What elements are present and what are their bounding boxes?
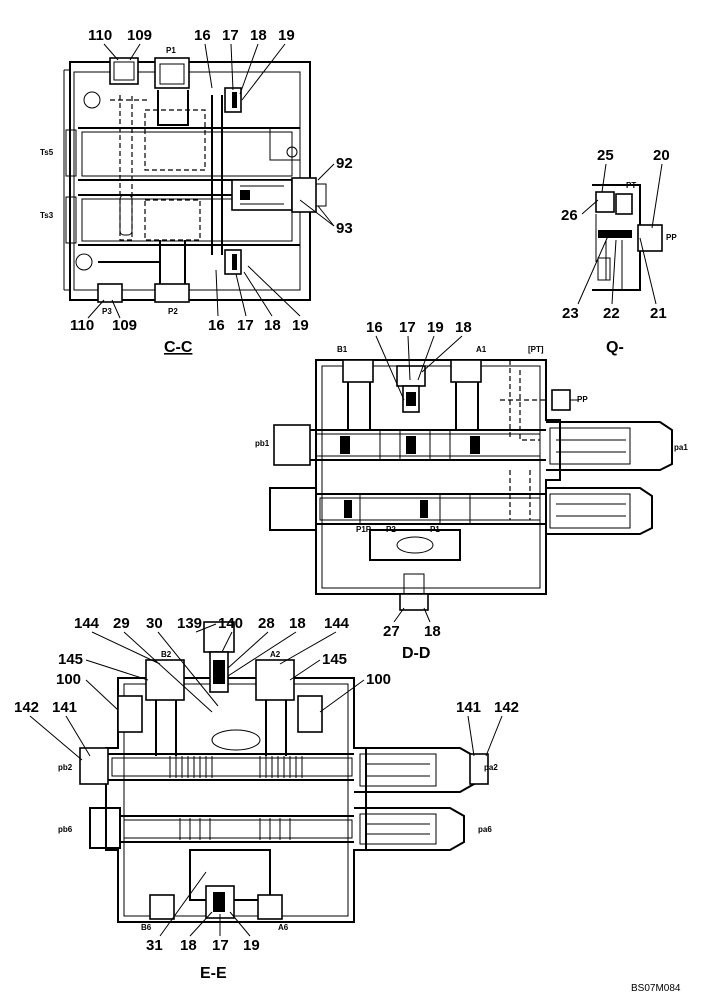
cc-callout-109-bottom: 109 <box>112 317 137 334</box>
ee-port-pa6: pa6 <box>478 825 492 834</box>
dd-port-pp: PP <box>577 395 588 404</box>
ee-callout-145-left: 145 <box>58 651 83 668</box>
q-callout-20: 20 <box>653 147 670 164</box>
dd-port-pb1: pb1 <box>255 439 270 448</box>
q-callout-22: 22 <box>603 305 620 322</box>
cc-callout-109-top: 109 <box>127 27 152 44</box>
q-callout-23: 23 <box>562 305 579 322</box>
cc-callout-18-bottom: 18 <box>264 317 281 334</box>
section-q: PT PP 25 20 26 23 22 21 Q- <box>561 147 677 356</box>
q-callout-26: 26 <box>561 207 578 224</box>
dd-callout-27: 27 <box>383 623 400 640</box>
cc-callout-110-top: 110 <box>88 27 112 44</box>
ee-callout-100-right: 100 <box>366 671 391 688</box>
ee-port-b6: B6 <box>141 923 152 932</box>
ee-callout-18-bottom: 18 <box>180 937 197 954</box>
cc-callout-92: 92 <box>336 155 353 172</box>
cc-port-ts3: Ts3 <box>40 211 54 220</box>
dd-port-pt: [PT] <box>528 345 544 354</box>
dd-callout-19: 19 <box>427 319 444 336</box>
ee-callout-28: 28 <box>258 615 275 632</box>
ee-callout-30: 30 <box>146 615 163 632</box>
cc-callout-93: 93 <box>336 220 353 237</box>
dd-section-title: D-D <box>402 645 430 662</box>
cc-port-p3: P3 <box>102 307 112 316</box>
section-ee: B2 A2 pb2 pa2 pb6 pa6 B6 A6 144 29 30 13… <box>14 615 519 982</box>
ee-port-pa2: pa2 <box>484 763 498 772</box>
cc-port-p2: P2 <box>168 307 178 316</box>
cc-callout-110-bottom: 110 <box>70 317 94 334</box>
cc-callout-17-top: 17 <box>222 27 239 44</box>
ee-callout-142-left: 142 <box>14 699 39 716</box>
cc-callout-19-bottom: 19 <box>292 317 309 334</box>
cc-callout-17-bottom: 17 <box>237 317 254 334</box>
q-callout-21: 21 <box>650 305 667 322</box>
dd-callout-18-top: 18 <box>455 319 472 336</box>
cc-callout-16-top: 16 <box>194 27 211 44</box>
ee-callout-141-left: 141 <box>52 699 77 716</box>
cc-callout-19-top: 19 <box>278 27 295 44</box>
q-callout-25: 25 <box>597 147 614 164</box>
ee-callout-144-left: 144 <box>74 615 100 632</box>
dd-callout-18-bottom: 18 <box>424 623 441 640</box>
section-cc: P1 P2 P3 Ts5 Ts3 110 109 16 17 18 19 92 … <box>40 27 353 356</box>
ee-port-a6: A6 <box>278 923 289 932</box>
ee-callout-19-bottom: 19 <box>243 937 260 954</box>
cc-port-ts5: Ts5 <box>40 148 54 157</box>
cc-port-p1: P1 <box>166 46 176 55</box>
q-port-pt: PT <box>626 181 636 190</box>
ee-callout-140: 140 <box>218 615 243 632</box>
ee-callout-29: 29 <box>113 615 130 632</box>
ee-callout-18-top: 18 <box>289 615 306 632</box>
ee-callout-144-right: 144 <box>324 615 350 632</box>
ee-callout-142-right: 142 <box>494 699 519 716</box>
section-dd: B1 A1 [PT] PP pb1 pa1 P1P P2 P1 16 17 19… <box>255 319 688 662</box>
dd-port-p2: P2 <box>386 525 396 534</box>
dd-port-b1: B1 <box>337 345 348 354</box>
ee-port-pb6: pb6 <box>58 825 73 834</box>
cc-callout-16-bottom: 16 <box>208 317 225 334</box>
ee-section-title: E-E <box>200 965 227 982</box>
drawing-code: BS07M084 <box>631 983 681 994</box>
dd-port-a1: A1 <box>476 345 487 354</box>
ee-callout-100-left: 100 <box>56 671 81 688</box>
ee-callout-141-right: 141 <box>456 699 481 716</box>
dd-port-pa1: pa1 <box>674 443 688 452</box>
ee-port-a2: A2 <box>270 650 281 659</box>
dd-callout-16: 16 <box>366 319 383 336</box>
ee-callout-145-right: 145 <box>322 651 347 668</box>
dd-callout-17: 17 <box>399 319 416 336</box>
q-port-pp: PP <box>666 233 677 242</box>
ee-port-pb2: pb2 <box>58 763 73 772</box>
cc-callout-18-top: 18 <box>250 27 267 44</box>
dd-port-p1: P1 <box>430 525 440 534</box>
ee-callout-31: 31 <box>146 937 163 954</box>
cc-section-title: C-C <box>164 339 193 356</box>
ee-callout-17-bottom: 17 <box>212 937 229 954</box>
dd-port-p1p: P1P <box>356 525 372 534</box>
q-section-title: Q- <box>606 339 624 356</box>
ee-callout-139: 139 <box>177 615 202 632</box>
ee-port-b2: B2 <box>161 650 172 659</box>
